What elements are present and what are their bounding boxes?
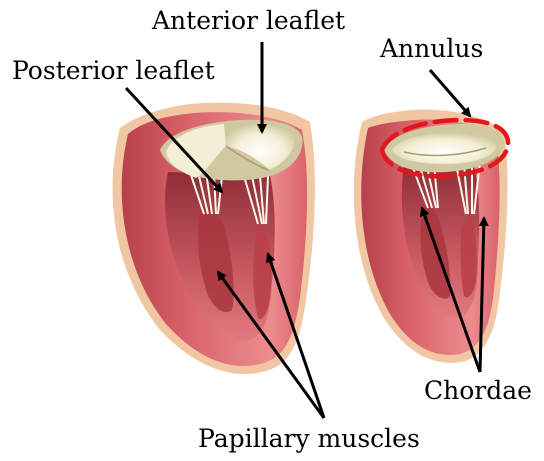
annulus-label: Annulus <box>380 36 483 61</box>
arrow-annulus <box>430 70 470 116</box>
chordae-label: Chordae <box>424 378 532 403</box>
left-heart <box>113 103 315 374</box>
posterior-leaflet-label: Posterior leaflet <box>12 58 215 83</box>
papillary-muscles-label: Papillary muscles <box>198 426 420 451</box>
anterior-leaflet-label: Anterior leaflet <box>152 8 345 33</box>
